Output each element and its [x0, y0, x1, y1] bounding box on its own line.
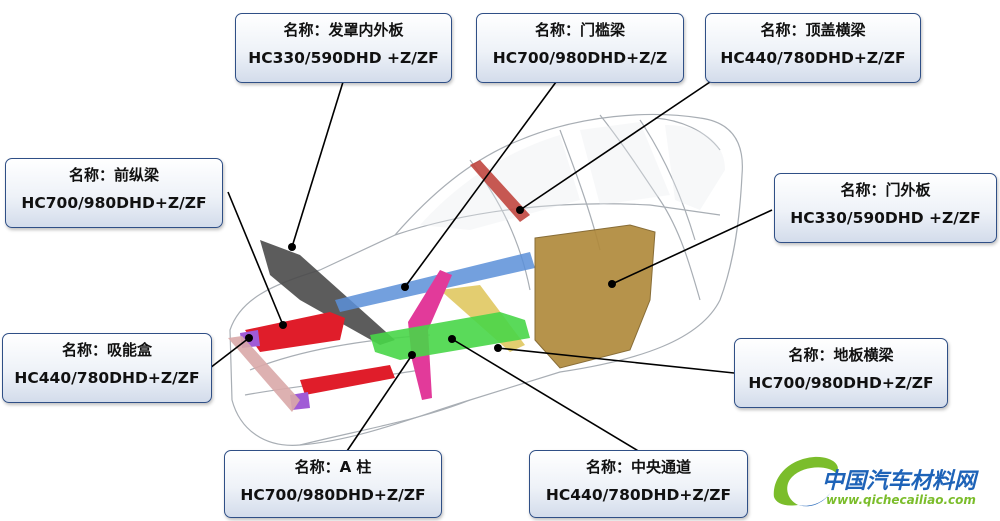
leader-dot-roof-crossbeam — [516, 206, 524, 214]
door-outer-panel — [534, 224, 656, 369]
leader-crash-box — [209, 337, 250, 369]
leader-dot-front-rail — [279, 321, 287, 329]
label-a-pillar-grade: HC700/980DHD+Z/ZF — [240, 486, 426, 504]
leader-center-tunnel — [451, 338, 641, 453]
label-front-rail-name: 名称：前纵梁 — [68, 166, 159, 184]
label-floor-crossbeam-name: 名称：地板横梁 — [788, 346, 894, 364]
watermark-cn: 中国汽车材料网 — [822, 469, 977, 494]
watermark-url: www.qichecailiao.com — [826, 493, 976, 507]
label-center-tunnel: 名称：中央通道 HC440/780DHD+Z/ZF — [529, 450, 748, 518]
label-door-outer: 名称：门外板 HC330/590DHD +Z/ZF — [774, 173, 997, 243]
label-door-outer-name: 名称：门外板 — [840, 181, 931, 199]
leader-dot-crash-box — [245, 334, 253, 342]
car-body-glass — [420, 122, 725, 230]
front-rail — [245, 312, 345, 352]
label-roof-crossbeam-name: 名称：顶盖横梁 — [760, 21, 866, 39]
bumper-beam — [228, 336, 300, 412]
leader-dots — [245, 206, 616, 359]
leader-dot-floor-crossbeam — [494, 344, 502, 352]
leader-roof-crossbeam — [519, 81, 711, 211]
leader-dot-door — [608, 280, 616, 288]
label-sill: 名称：门槛梁 HC700/980DHD+Z/Z — [476, 13, 684, 83]
leader-dot-a-pillar — [408, 351, 416, 359]
label-floor-crossbeam: 名称：地板横梁 HC700/980DHD+Z/ZF — [734, 338, 948, 408]
leader-hood — [291, 81, 344, 248]
label-sill-name: 名称：门槛梁 — [534, 21, 625, 39]
leader-floor-crossbeam — [497, 347, 735, 374]
watermark-swoosh-icon — [773, 456, 838, 507]
label-hood: 名称：发罩内外板 HC330/590DHD +Z/ZF — [235, 13, 452, 83]
leader-door — [611, 209, 773, 285]
roof-crossbeam — [470, 160, 530, 222]
leader-dot-center-tunnel — [448, 335, 456, 343]
label-hood-name: 名称：发罩内外板 — [283, 21, 404, 39]
leader-sill — [404, 81, 557, 288]
label-a-pillar: 名称：A 柱 HC700/980DHD+Z/ZF — [224, 450, 442, 518]
label-front-rail: 名称：前纵梁 HC700/980DHD+Z/ZF — [5, 158, 223, 228]
label-a-pillar-name: 名称：A 柱 — [294, 458, 372, 476]
label-crash-box: 名称：吸能盒 HC440/780DHD+Z/ZF — [2, 333, 212, 403]
label-crash-box-grade: HC440/780DHD+Z/ZF — [14, 369, 200, 387]
leader-dot-hood — [288, 243, 296, 251]
a-pillar — [408, 270, 452, 400]
label-sill-grade: HC700/980DHD+Z/Z — [492, 49, 668, 67]
label-roof-crossbeam: 名称：顶盖横梁 HC440/780DHD+Z/ZF — [705, 13, 921, 83]
leader-dot-sill — [401, 283, 409, 291]
label-crash-box-name: 名称：吸能盒 — [61, 341, 152, 359]
label-center-tunnel-name: 名称：中央通道 — [585, 458, 691, 476]
hood-panel — [260, 240, 395, 345]
leader-lines — [209, 81, 773, 455]
label-hood-grade: HC330/590DHD +Z/ZF — [248, 49, 439, 67]
front-rail-lower — [300, 365, 395, 395]
label-center-tunnel-grade: HC440/780DHD+Z/ZF — [545, 486, 732, 504]
label-roof-crossbeam-grade: HC440/780DHD+Z/ZF — [720, 49, 906, 67]
leader-front-rail — [227, 191, 284, 326]
label-door-outer-grade: HC330/590DHD +Z/ZF — [790, 209, 981, 227]
label-floor-crossbeam-grade: HC700/980DHD+Z/ZF — [748, 374, 934, 392]
leader-a-pillar — [344, 354, 413, 455]
label-front-rail-grade: HC700/980DHD+Z/ZF — [21, 194, 207, 212]
watermark-logo: 中国汽车材料网 www.qichecailiao.com — [764, 447, 994, 519]
